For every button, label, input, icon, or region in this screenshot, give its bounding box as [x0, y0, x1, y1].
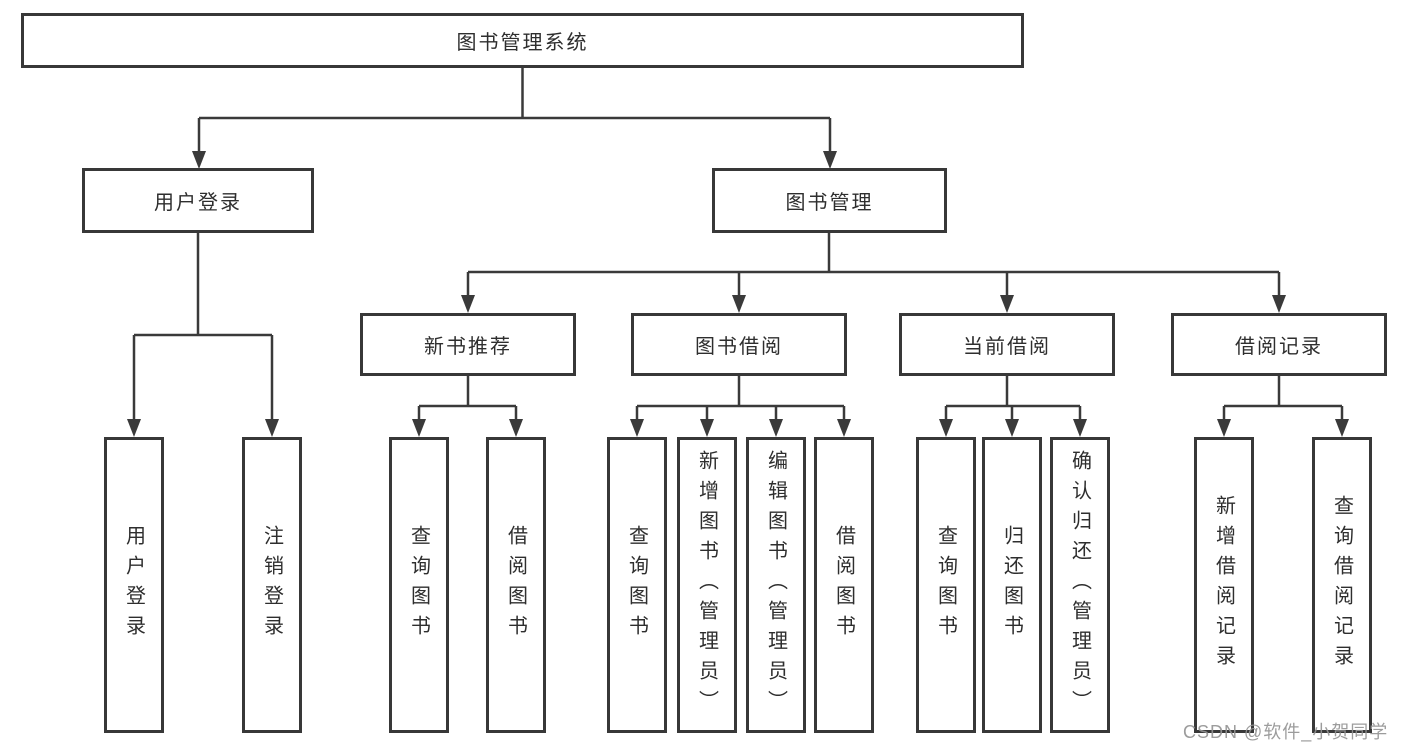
node-library-management-system: 图书管理系统 — [21, 13, 1024, 68]
leaf-logout: 注销登录 — [242, 437, 302, 733]
leaf-query-borrow-record: 查询借阅记录 — [1312, 437, 1372, 733]
node-new-book-recommendation: 新书推荐 — [360, 313, 576, 376]
leaf-borrow-books-recommend: 借阅图书 — [486, 437, 546, 733]
leaf-confirm-return-admin: 确认归还（管理员） — [1050, 437, 1110, 733]
node-current-borrowing: 当前借阅 — [899, 313, 1115, 376]
leaf-return-books: 归还图书 — [982, 437, 1042, 733]
leaf-borrow-books: 借阅图书 — [814, 437, 874, 733]
node-borrowing-records: 借阅记录 — [1171, 313, 1387, 376]
node-user-login: 用户登录 — [82, 168, 314, 233]
leaf-query-books-borrow: 查询图书 — [607, 437, 667, 733]
leaf-add-borrow-record: 新增借阅记录 — [1194, 437, 1254, 733]
node-book-borrowing: 图书借阅 — [631, 313, 847, 376]
csdn-watermark: CSDN @软件_小贺同学 — [1183, 722, 1389, 742]
leaf-query-books-recommend: 查询图书 — [389, 437, 449, 733]
leaf-user-login: 用户登录 — [104, 437, 164, 733]
leaf-edit-books-admin: 编辑图书（管理员） — [746, 437, 806, 733]
leaf-add-books-admin: 新增图书（管理员） — [677, 437, 737, 733]
leaf-query-books-current: 查询图书 — [916, 437, 976, 733]
node-book-management: 图书管理 — [712, 168, 947, 233]
